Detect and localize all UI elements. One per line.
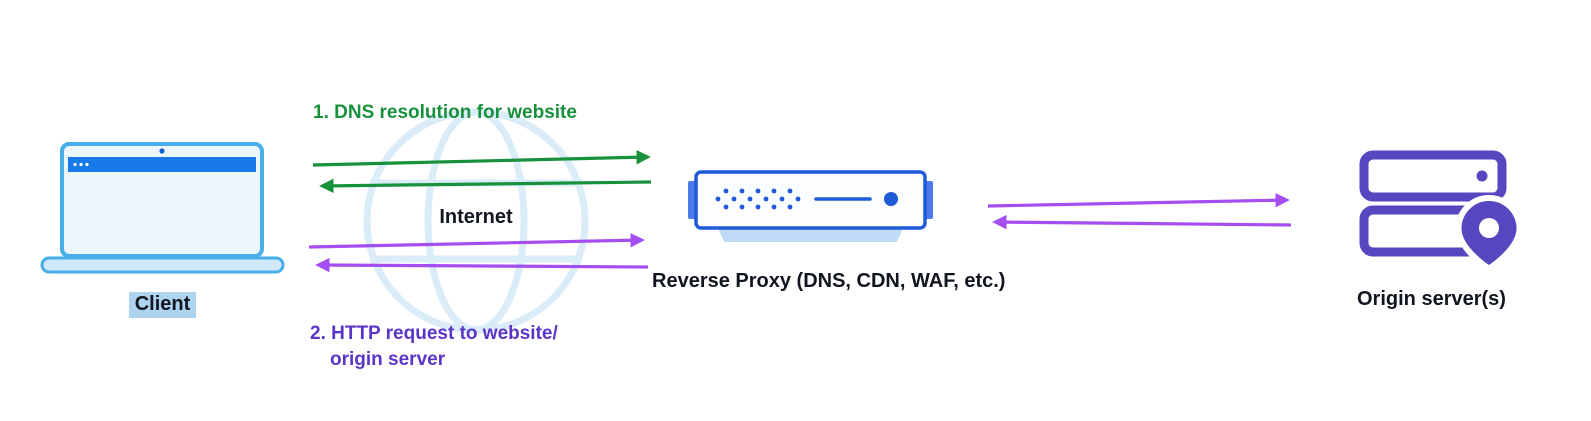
origin-servers-label: Origin server(s): [1357, 288, 1506, 310]
dns-response-arrow: [319, 178, 652, 194]
client-label: Client: [128, 292, 197, 318]
http-step-label-line2: origin server: [330, 349, 446, 370]
client-label-row: Client: [40, 292, 285, 318]
http-request-arrow: [308, 233, 645, 249]
dns-step-label: 1. DNS resolution for website: [313, 102, 577, 123]
reverse-proxy-label: Reverse Proxy (DNS, CDN, WAF, etc.): [652, 270, 1006, 292]
origin-servers-icon: [1359, 150, 1523, 272]
http-step-label: 2. HTTP request to website/ origin serve…: [310, 321, 558, 373]
http-step-label-line1: 2. HTTP request to website/: [310, 323, 558, 344]
proxy-dot-pattern: [715, 188, 801, 210]
reverse-proxy-icon: [688, 170, 933, 242]
dns-request-arrow: [312, 150, 651, 167]
location-pin-icon: [1455, 194, 1523, 272]
proxy-origin-request-arrow: [987, 193, 1290, 208]
http-response-arrow: [315, 257, 649, 273]
internet-label: Internet: [439, 206, 513, 228]
proxy-origin-response-arrow: [992, 214, 1292, 230]
client-laptop-icon: [40, 142, 285, 274]
